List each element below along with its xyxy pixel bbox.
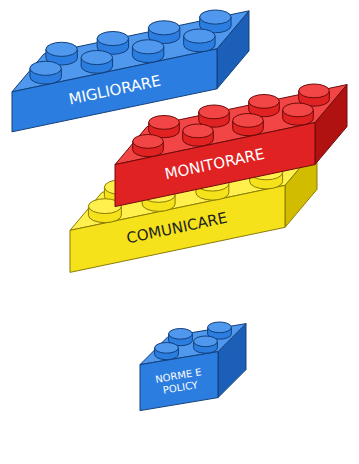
brick-shape <box>10 8 251 134</box>
brick-stud-top <box>155 343 179 354</box>
brick-stud-top <box>158 168 191 183</box>
brick-stud-top <box>149 116 180 130</box>
brick-stud-top <box>183 124 214 138</box>
brick-stud-top <box>148 21 179 35</box>
brick-stud-top <box>132 40 163 54</box>
brick-stud-top <box>184 29 215 43</box>
brick-stud-top <box>133 135 164 149</box>
brick-stud-top <box>299 84 330 98</box>
brick-face <box>140 352 218 411</box>
lego-brick: MIGLIORARE <box>10 8 251 134</box>
brick-stud-top <box>46 42 77 56</box>
brick-stud-top <box>266 146 299 161</box>
brick-stud-top <box>169 329 193 340</box>
brick-stud-top <box>249 95 280 109</box>
brick-stud-top <box>30 61 61 75</box>
brick-stud-top <box>88 198 121 213</box>
brick-stud-top <box>196 176 229 191</box>
brick-stud-top <box>104 179 137 194</box>
brick-stud-top <box>81 51 112 65</box>
brick-stud-top <box>208 322 232 333</box>
brick-stud <box>158 176 191 192</box>
brick-face <box>70 185 285 272</box>
brick-stud-top <box>200 10 231 24</box>
brick-stud-top <box>194 336 218 347</box>
brick-stud-top <box>199 105 230 119</box>
brick-stud-top <box>233 114 264 128</box>
brick-stud-top <box>142 187 175 202</box>
brick-stud <box>266 153 299 169</box>
lego-brick: NORME E POLICY <box>138 320 248 413</box>
brick-stud <box>212 164 245 180</box>
brick-face <box>285 147 317 227</box>
brick-stud-top <box>250 165 283 180</box>
brick-stud-top <box>212 157 245 172</box>
brick-stud-top <box>283 103 314 117</box>
brick-stud-top <box>97 32 128 46</box>
